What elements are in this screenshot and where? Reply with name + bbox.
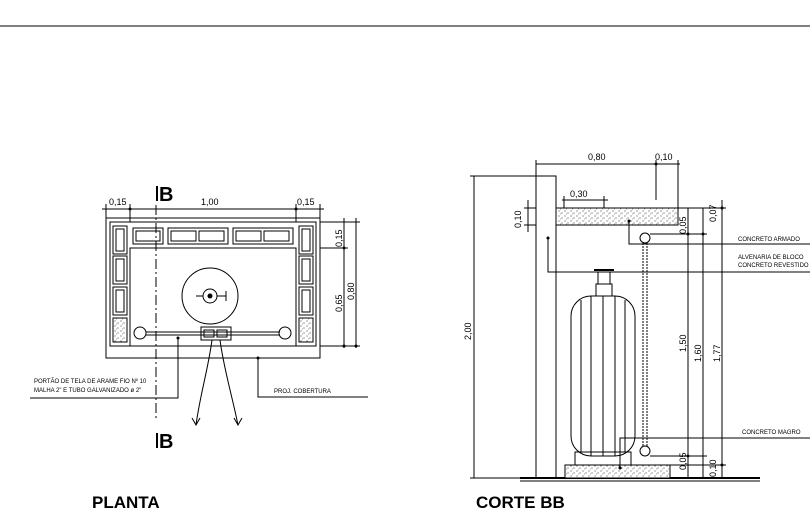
section-dim-top-small: 0,07: [708, 204, 718, 222]
plan-note-dot: [176, 336, 180, 340]
section-title: CORTE BB: [476, 493, 565, 509]
plan-block: [263, 230, 290, 242]
plan-block: [301, 258, 311, 282]
section-dim-h3: 1,77: [712, 344, 722, 362]
plan-block: [298, 286, 314, 316]
section-dim-dot: [654, 162, 658, 166]
plan-block: [232, 227, 294, 245]
plan-section-mark-top: B: [159, 184, 173, 206]
plan-block: [115, 228, 125, 252]
section-dim-bottom-gap: 0,05: [678, 452, 688, 470]
plan-block: [298, 255, 314, 285]
section-leader-dot: [618, 466, 622, 470]
section-dim-top-gap: 0,05: [678, 216, 688, 234]
plan-dim-dot: [354, 344, 358, 348]
plan-hinge: [133, 326, 147, 340]
section-label-concreto-armado: CONCRETO ARMADO: [738, 237, 800, 243]
section-chain-ring: [639, 232, 651, 244]
section-dim-dot: [686, 454, 690, 458]
section-cylinder-foot: [574, 451, 632, 466]
plan-note-gate-1: PORTÃO DE TELA DE ARAME FIO Nº 10: [34, 378, 147, 385]
plan-lock-inner: [216, 329, 228, 338]
section-dim-dot: [701, 232, 705, 236]
section-label-concreto-magro: CONCRETO MAGRO: [742, 430, 801, 436]
section-dim-roof-width: 0,80: [588, 152, 606, 162]
section-cylinder-valve: [597, 271, 611, 285]
plan-block: [115, 258, 125, 282]
plan-dim-dot: [342, 344, 346, 348]
plan-note-roof: PROJ. COBERTURA: [274, 389, 331, 395]
plan-lock-inner: [203, 329, 215, 338]
section-dim-dot: [720, 463, 724, 467]
section-chain-ring: [639, 445, 651, 457]
plan-post: [298, 317, 314, 343]
plan-block: [112, 286, 128, 316]
section-dim-inner-width: 0,30: [570, 189, 588, 199]
section-base-slab: [564, 464, 671, 479]
section-label-alvenaria-1: ALVENARIA DE BLOCO: [738, 255, 804, 261]
section-dim-h1: 1,50: [678, 334, 688, 352]
plan-dim-dot: [128, 207, 132, 211]
plan-roof-leader: [257, 358, 368, 398]
plan-dim-right-total: 0,80: [346, 282, 356, 300]
section-roof-slab: [555, 207, 679, 226]
plan-arrow: [233, 417, 243, 427]
section-dim-slab: 0,10: [513, 210, 523, 228]
plan-dim-right: 0,15: [297, 197, 315, 207]
plan-post: [112, 317, 128, 343]
plan-block: [167, 227, 229, 245]
plan-dim-right-top: 0,15: [334, 229, 344, 247]
plan-block: [170, 230, 197, 242]
plan-hinge: [278, 326, 292, 340]
plan-outlet-arc: [219, 339, 239, 426]
section-dim-roof-overhang: 0,10: [655, 152, 673, 162]
plan-block: [298, 225, 314, 255]
plan-lock: [200, 326, 232, 341]
plan-block: [112, 225, 128, 255]
plan-dim-right-mid: 0,65: [334, 294, 344, 312]
plan-dim-dot: [294, 207, 298, 211]
section-dim-dot: [686, 232, 690, 236]
plan-arrow: [191, 417, 201, 427]
plan-valve-center: [207, 293, 213, 299]
plan-block: [301, 289, 311, 313]
plan-block: [235, 230, 262, 242]
plan-block: [301, 228, 311, 252]
section-leader-dot: [546, 236, 550, 240]
plan-dim-dot: [342, 246, 346, 250]
plan-block: [135, 230, 161, 242]
section-dim-h2: 1,60: [693, 344, 703, 362]
section-leader-magro: [619, 437, 810, 468]
plan-dim-left: 0,15: [109, 197, 127, 207]
plan-note-leader: [30, 338, 179, 399]
plan-outer-outline: [105, 217, 321, 359]
section-leader-alvenaria: [547, 238, 810, 273]
plan-block: [198, 230, 225, 242]
plan-view: B B 0,15 1,00 0,15 0,15 0,65 0,80 PORTÃO…: [30, 184, 368, 509]
plan-dim-width: 1,00: [201, 197, 219, 207]
plan-note-gate-2: MALHA 2" E TUBO GALVANIZADO ø 2": [34, 388, 141, 394]
section-view: 0,80 0,10 0,30 0,10 2,00 0,05 0,07 1,50 …: [463, 152, 810, 509]
section-wall: [535, 175, 557, 479]
plan-block: [112, 255, 128, 285]
plan-cylinder: [181, 267, 239, 325]
section-dim-dot: [720, 206, 724, 210]
section-leader-dot: [627, 219, 631, 223]
section-dim-base: 0,10: [708, 459, 718, 477]
plan-roof-dot: [256, 356, 260, 360]
section-dim-total-height: 2,00: [463, 322, 473, 340]
plan-title: PLANTA: [92, 493, 160, 509]
section-label-alvenaria-2: CONCRETO REVESTIDO: [738, 263, 809, 269]
plan-section-mark-bottom: B: [159, 431, 173, 453]
plan-inner-cavity: [129, 247, 297, 347]
section-cylinder-neck: [595, 283, 613, 297]
plan-block: [115, 289, 125, 313]
plan-outlet-arc: [195, 339, 213, 426]
plan-block: [132, 227, 164, 245]
section-leader-armado: [628, 221, 810, 245]
